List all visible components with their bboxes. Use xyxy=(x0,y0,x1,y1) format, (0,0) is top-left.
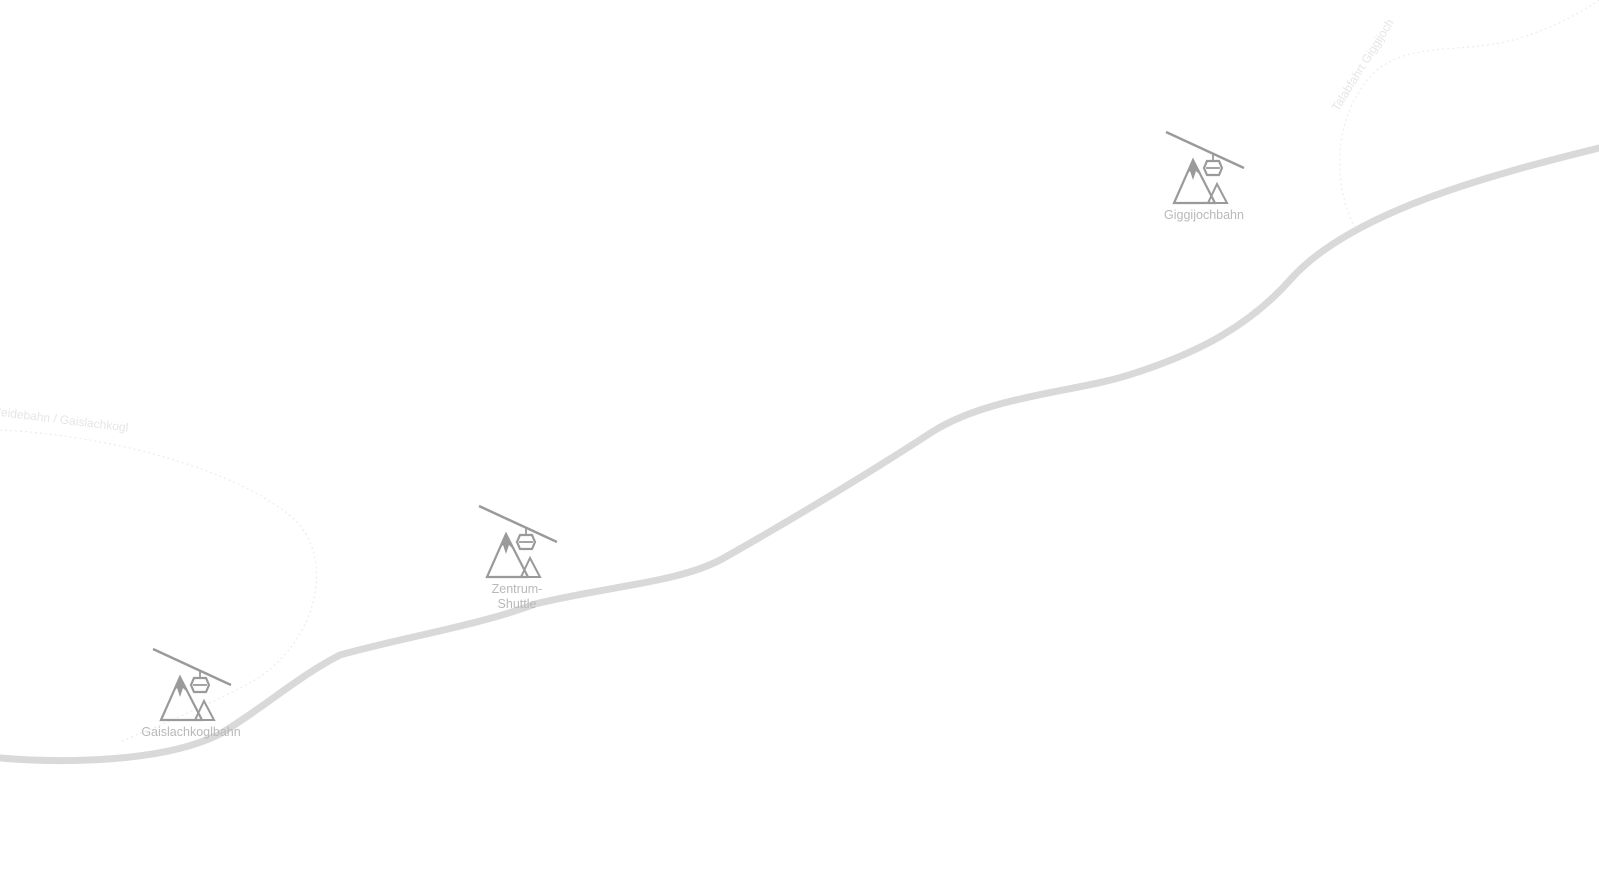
route-label-right: Talabfahrt Giggijoch xyxy=(1329,16,1397,113)
station-label: Zentrum- Shuttle xyxy=(491,582,543,611)
main-road xyxy=(0,144,1599,764)
cable-car-mountain-icon[interactable] xyxy=(474,504,560,580)
cable-car-mountain-icon[interactable] xyxy=(148,647,234,723)
route-label-left: Heidebahn / Gaislachkogl xyxy=(0,404,129,435)
station-giggijochbahn[interactable]: Giggijochbahn xyxy=(1134,130,1274,223)
station-gaislachkoglbahn[interactable]: Gaislachkoglbahn xyxy=(121,647,261,740)
station-label: Giggijochbahn xyxy=(1164,208,1244,222)
dotted-route-left xyxy=(0,429,318,743)
station-zentrum-shuttle[interactable]: Zentrum- Shuttle xyxy=(447,504,587,612)
station-label: Gaislachkoglbahn xyxy=(141,725,241,739)
cable-car-mountain-icon[interactable] xyxy=(1161,130,1247,206)
dotted-route-right xyxy=(1339,0,1599,229)
